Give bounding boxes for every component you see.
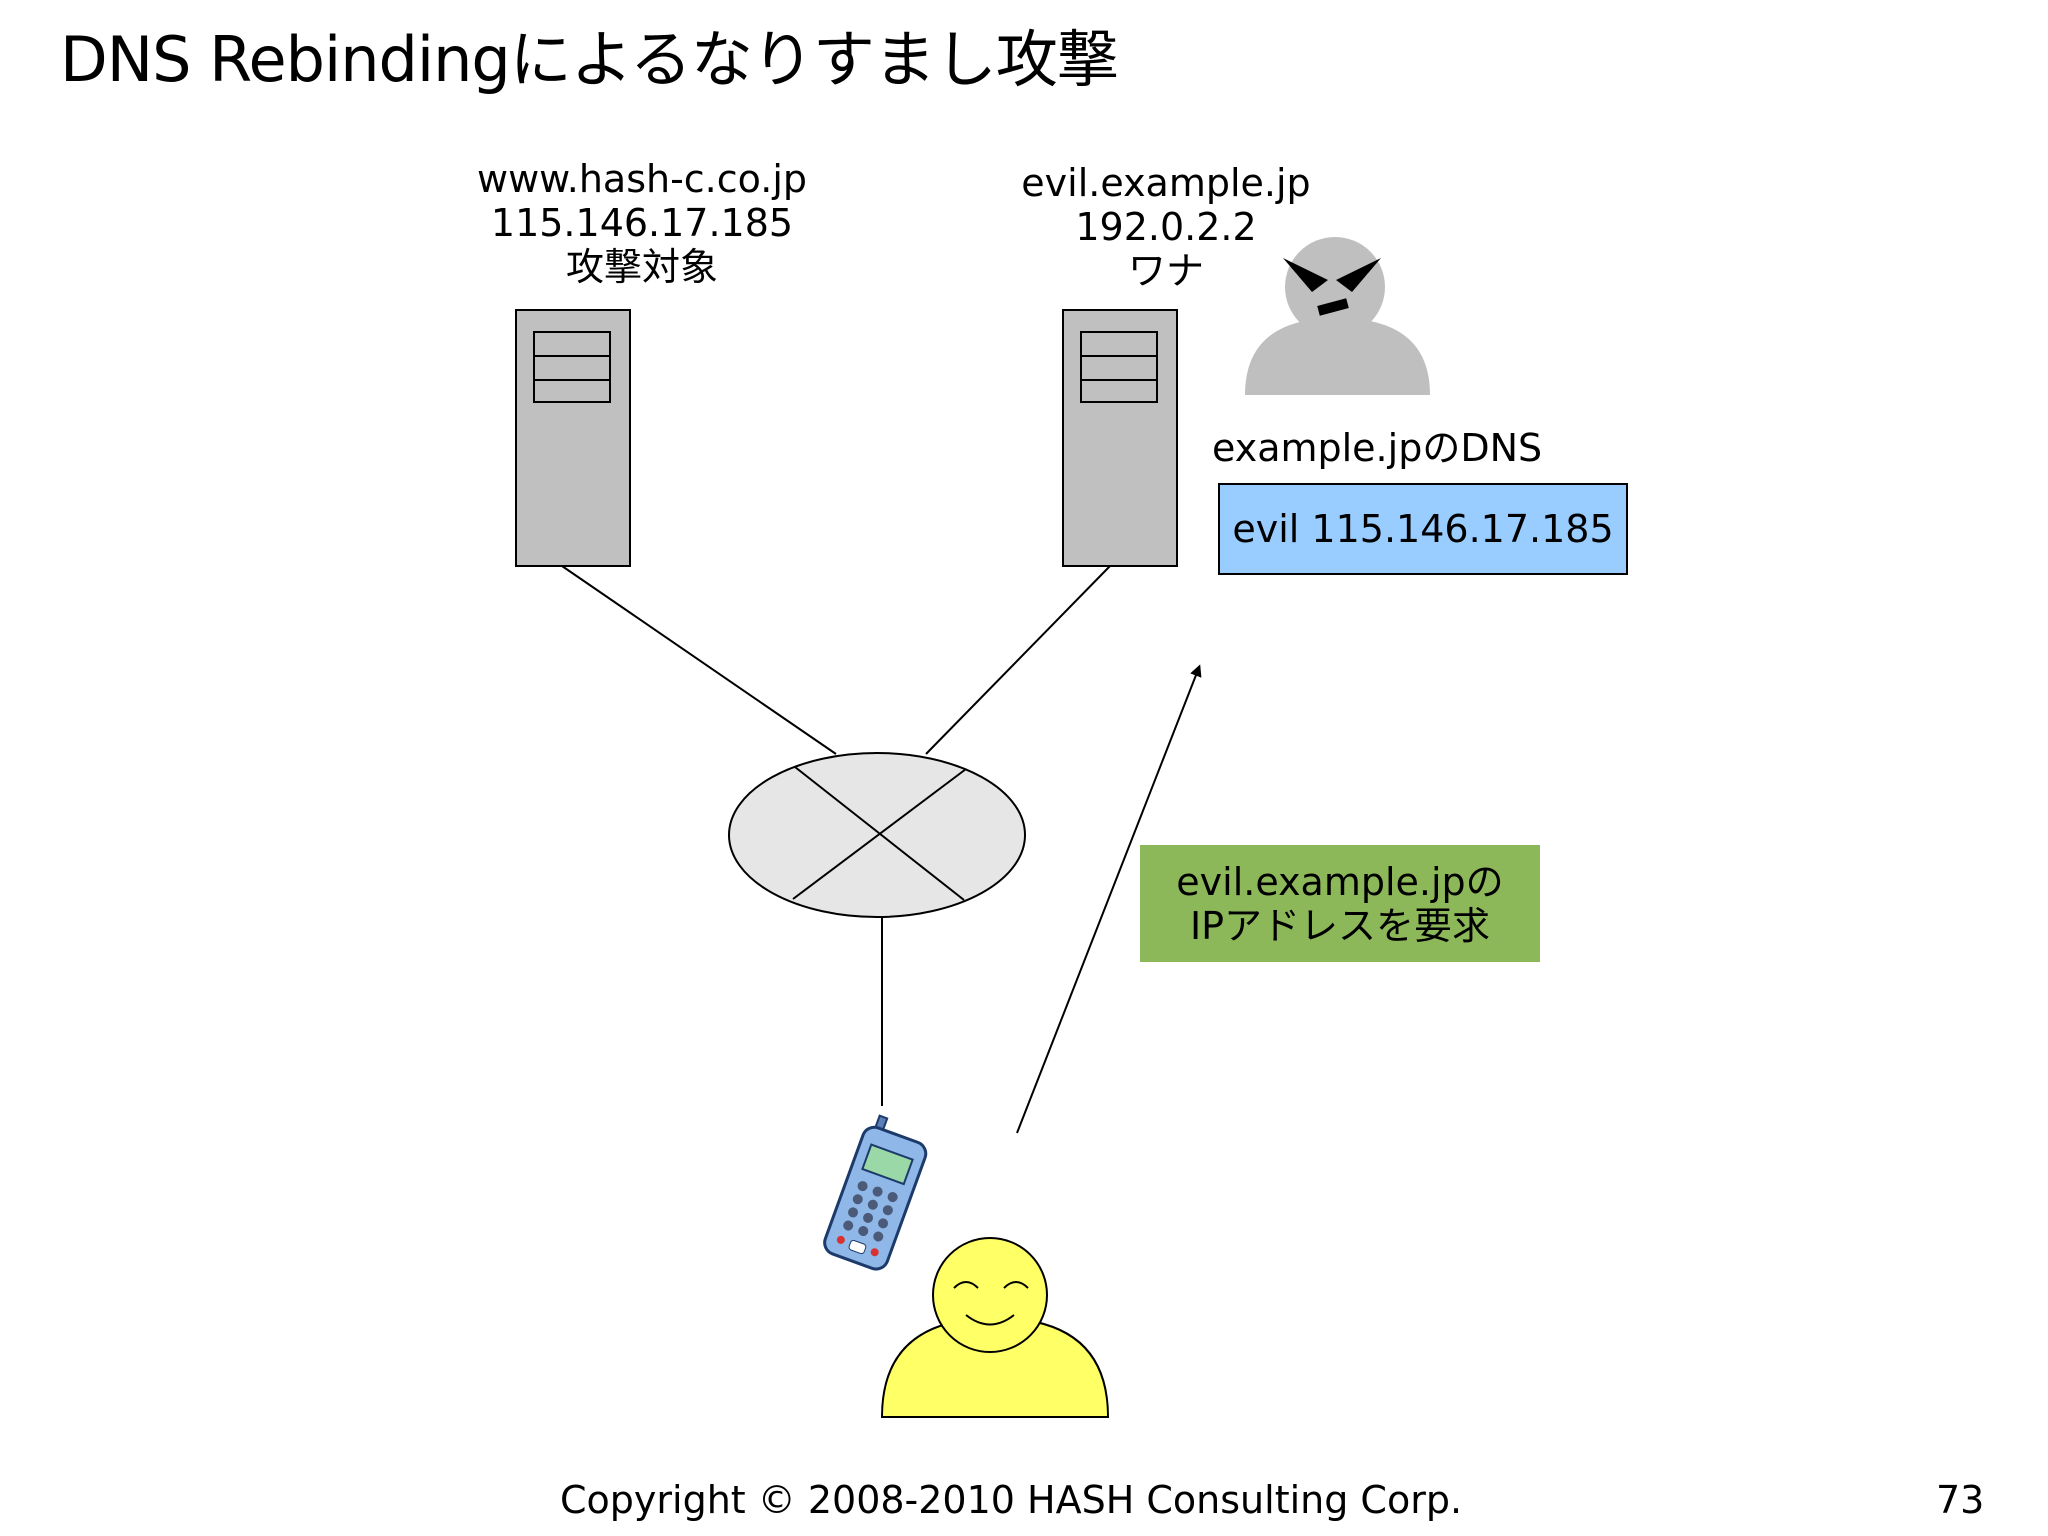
request-line-2: IPアドレスを要求 (1189, 903, 1491, 948)
request-line-1: evil.example.jpの (1176, 859, 1504, 904)
target-server-label: www.hash-c.co.jp 115.146.17.185 攻撃対象 (442, 157, 842, 289)
dns-record-box: evil 115.146.17.185 (1218, 483, 1628, 575)
dns-title: example.jpのDNS (1212, 426, 1543, 470)
trap-server-ip: 192.0.2.2 (1075, 205, 1257, 249)
trap-server-role: ワナ (1127, 249, 1204, 293)
trap-server-icon (1062, 309, 1178, 567)
target-server-host: www.hash-c.co.jp (477, 157, 807, 201)
request-box: evil.example.jpの IPアドレスを要求 (1140, 845, 1540, 962)
trap-server-label: evil.example.jp 192.0.2.2 ワナ (966, 161, 1366, 293)
attacker-icon (1245, 237, 1430, 395)
target-server-ip: 115.146.17.185 (490, 201, 794, 245)
mobile-phone-icon (823, 1114, 928, 1271)
network-hub-icon (728, 752, 1026, 918)
target-server-icon (515, 309, 631, 567)
request-arrow-icon (1016, 664, 1202, 1134)
trap-server-link (925, 565, 1111, 755)
trap-server-host: evil.example.jp (1021, 161, 1311, 205)
copyright: Copyright © 2008-2010 HASH Consulting Co… (560, 1478, 1463, 1522)
target-server-link (561, 565, 837, 755)
slide-title: DNS Rebindingによるなりすまし攻撃 (60, 23, 1119, 96)
page-number: 73 (1936, 1478, 1985, 1522)
user-icon (880, 1237, 1110, 1418)
target-server-role: 攻撃対象 (565, 245, 718, 289)
